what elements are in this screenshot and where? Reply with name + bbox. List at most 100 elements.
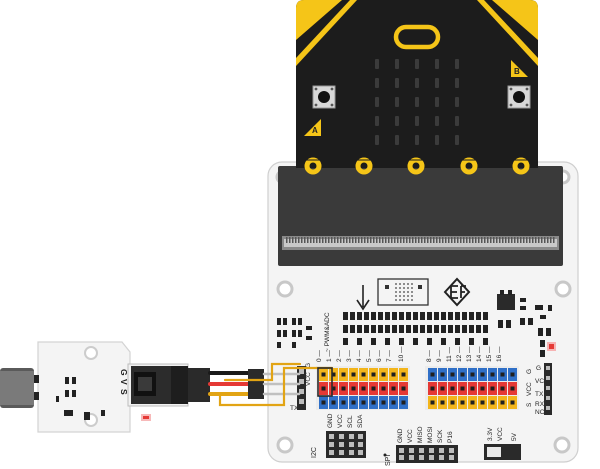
spi-title: SPI [385, 455, 392, 466]
header-pin [321, 400, 326, 405]
button-b[interactable] [507, 85, 531, 109]
i2c-title: I2C [311, 447, 318, 458]
header-pin [351, 372, 356, 377]
led [435, 59, 439, 69]
pin-number-label: 15 — [486, 346, 493, 362]
sound-sensor-module: G V S [0, 341, 210, 433]
insert-direction-arrow [356, 285, 370, 311]
header-pin [480, 372, 485, 377]
header-pin [430, 386, 435, 391]
header-pin [510, 400, 515, 405]
header-pin [391, 372, 396, 377]
header-pin [371, 372, 376, 377]
resistor-arrays [343, 312, 488, 345]
right-5pin-header [544, 363, 552, 415]
led [395, 135, 399, 145]
right-5pin-labels: G VC TX RX NC [535, 365, 545, 416]
header-pin [341, 400, 346, 405]
spi-pin-vcc: VCC [407, 429, 414, 443]
led [395, 97, 399, 107]
left-legend-vcc: VCC [305, 372, 312, 386]
pin-number-label: 2 — [336, 350, 343, 362]
header-pin [500, 386, 505, 391]
header-pin [401, 400, 406, 405]
led [455, 59, 459, 69]
header-pin [391, 386, 396, 391]
voltage-label-3v3: 3.3V [487, 427, 494, 441]
right-legend-vcc: VCC [526, 382, 533, 396]
spi-header [396, 445, 458, 463]
pin-number-label: 5 — [366, 350, 373, 362]
header-pin [490, 400, 495, 405]
led [395, 116, 399, 126]
i2c-pin-gnd: GND [327, 413, 334, 428]
header-pin [440, 372, 445, 377]
microbit-outline-icon [377, 278, 429, 306]
voltage-label-5v: 5V [511, 432, 518, 441]
power-led [547, 342, 556, 351]
led [375, 59, 379, 69]
led [415, 97, 419, 107]
spi-pin-sck: SCK [437, 429, 444, 443]
header-pin [470, 386, 475, 391]
voltage-label-vcc: VCC [497, 427, 504, 441]
header-pin [321, 386, 326, 391]
i2c-pin-scl: SCL [347, 415, 354, 428]
led [415, 78, 419, 88]
header-pin [341, 372, 346, 377]
pin-number-label: 14 — [476, 346, 483, 362]
right-hdr-label-tx: TX [535, 391, 544, 398]
cable-plug [188, 368, 210, 402]
led [415, 135, 419, 145]
right-hdr-label-g: G [536, 365, 541, 372]
spi-pin-p16: P16 [447, 431, 454, 443]
led [435, 78, 439, 88]
header-pin [470, 372, 475, 377]
header-pin [460, 386, 465, 391]
header-pin [480, 400, 485, 405]
pin-number-label: 8 — [426, 350, 433, 362]
sensor-pin-v: V [119, 379, 129, 385]
led [375, 135, 379, 145]
button-b-label-badge: B [511, 60, 528, 77]
header-pin [430, 400, 435, 405]
pin-number-label: 9 — [436, 350, 443, 362]
pin-number-label: 16 — [496, 346, 503, 362]
pin-number-label: 10 — [398, 346, 405, 362]
header-pin [351, 386, 356, 391]
gvs-header-right [425, 366, 519, 410]
voltage-select-switch[interactable] [484, 444, 521, 460]
button-a-label: A [312, 126, 318, 135]
header-pin [500, 400, 505, 405]
header-pin [381, 386, 386, 391]
pwm-adc-label: ~ PWM&ADC [324, 312, 331, 352]
header-pin [341, 386, 346, 391]
header-pin [500, 372, 505, 377]
header-pin [361, 372, 366, 377]
header-pin [440, 400, 445, 405]
right-legend-g: G [526, 369, 533, 374]
spi-pin-miso: MISO [417, 426, 424, 443]
header-pin [430, 372, 435, 377]
right-small-components [540, 340, 545, 357]
header-pin [450, 372, 455, 377]
spi-pin-mosi: MOSI [427, 426, 434, 443]
header-pin [490, 372, 495, 377]
led [455, 78, 459, 88]
i2c-pin-labels: GND VCC SCL SDA [327, 413, 364, 428]
sensor-pin-s: S [119, 389, 129, 395]
right-legend-s: S [526, 402, 533, 407]
uart-header [297, 366, 306, 410]
smd-components-left [277, 318, 312, 348]
i2c-pin-vcc: VCC [337, 414, 344, 428]
header-pin [440, 386, 445, 391]
pin-number-label: 6 — [376, 350, 383, 362]
led [375, 97, 379, 107]
header-pin [460, 372, 465, 377]
header-pin [331, 372, 336, 377]
left-legend-tx: TX [290, 405, 299, 412]
button-a[interactable] [312, 85, 336, 109]
expansion-board: ~ PWM&ADC 0 —1 —2 —3 —4 —5 —6 —7 —10 —8 … [267, 161, 579, 466]
led [375, 116, 379, 126]
